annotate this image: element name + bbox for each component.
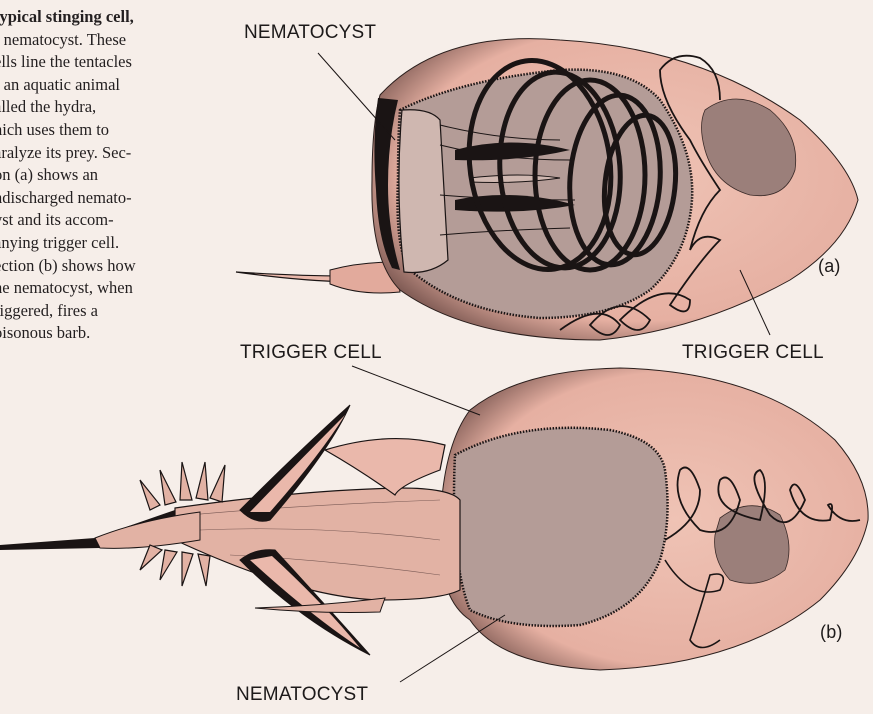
leader-trigger-left: [352, 366, 480, 415]
section-b-group: [0, 368, 868, 670]
trigger-bristle-b: [325, 439, 445, 495]
leader-nematocyst-bottom: [400, 615, 505, 682]
operculum-a: [399, 110, 448, 273]
everted-tube-b: [175, 488, 460, 600]
section-a-group: [236, 39, 858, 340]
capsule-b: [454, 428, 668, 626]
spine-sheath-b: [95, 512, 200, 548]
label-section-a: (a): [818, 256, 841, 277]
label-section-b: (b): [820, 622, 843, 643]
label-trigger-cell-right: TRIGGER CELL: [682, 342, 824, 364]
label-nematocyst-top: NEMATOCYST: [244, 22, 376, 44]
label-nematocyst-bottom: NEMATOCYST: [236, 684, 368, 706]
label-trigger-cell-left: TRIGGER CELL: [240, 342, 382, 364]
